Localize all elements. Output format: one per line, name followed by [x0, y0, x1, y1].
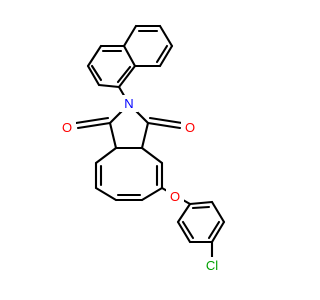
atom-label-o-ether: O	[170, 189, 180, 204]
bond	[140, 121, 150, 150]
atom-label-o-left: O	[62, 120, 72, 135]
bond	[176, 202, 192, 224]
bond	[122, 44, 137, 68]
bond	[181, 220, 195, 240]
bond	[176, 220, 192, 244]
bond	[210, 220, 226, 244]
bond	[94, 186, 118, 202]
benzo-ring	[94, 146, 164, 202]
chlorophenyl-ring	[176, 200, 226, 260]
bond	[97, 83, 121, 89]
bond	[191, 205, 211, 210]
bond	[140, 146, 164, 165]
bond	[146, 121, 182, 130]
atom-label-o-right: O	[185, 120, 195, 135]
bond	[94, 146, 118, 165]
bond	[74, 116, 110, 125]
bond	[86, 44, 103, 68]
bond	[86, 64, 101, 87]
bond	[188, 200, 214, 206]
structure-diagram: O N O O Cl	[58, 24, 226, 274]
atom-label-n: N	[124, 96, 133, 111]
molecule-canvas: O N O O Cl	[58, 24, 226, 274]
bond	[122, 24, 138, 48]
bond	[148, 116, 184, 125]
bond	[207, 220, 221, 240]
naphthalene-group	[86, 24, 174, 89]
bond	[117, 64, 137, 89]
bond	[116, 65, 132, 84]
bond	[140, 186, 164, 202]
bond	[90, 64, 103, 82]
bond	[108, 121, 118, 150]
bond	[76, 121, 112, 130]
bond	[158, 44, 174, 68]
bond	[158, 24, 174, 48]
atom-label-cl: Cl	[206, 258, 218, 273]
atom-labels: O N O O Cl	[58, 95, 224, 274]
bond	[210, 200, 226, 224]
bond	[155, 44, 169, 64]
